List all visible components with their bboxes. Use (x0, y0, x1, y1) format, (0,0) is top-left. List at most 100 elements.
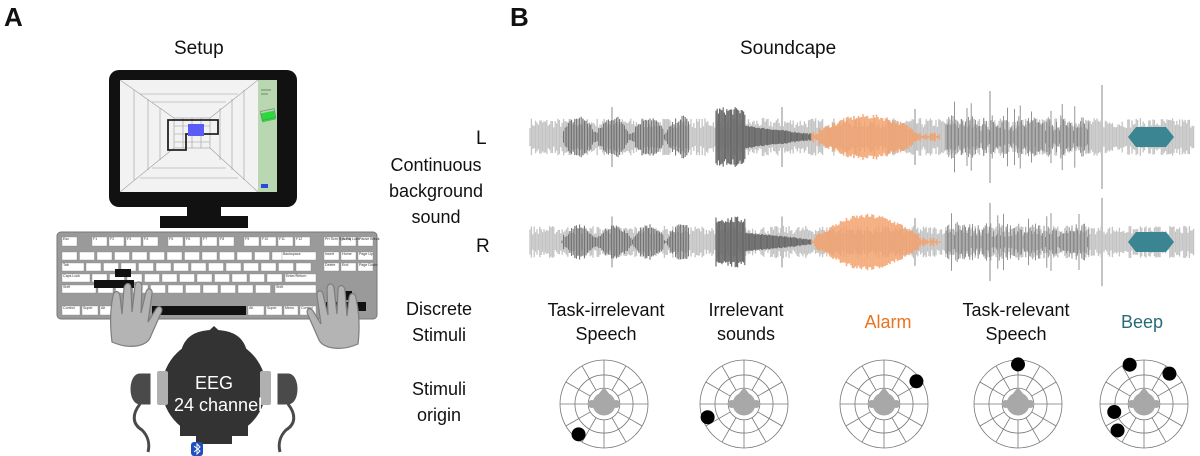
keyboard-key-label: F8 (220, 237, 225, 241)
listener-ear (727, 400, 736, 408)
listener-ear (1026, 400, 1035, 408)
sound-source-dot (1122, 357, 1137, 372)
waveform-left-channel (529, 85, 1195, 189)
nav-key (357, 262, 374, 272)
sound-source-dot (1110, 423, 1125, 438)
keyboard-key (254, 251, 270, 261)
polar-spoke (845, 381, 871, 397)
listener-ear (587, 400, 596, 408)
polar-spoke (1025, 365, 1041, 391)
setup-title: Setup (174, 38, 224, 59)
function-key (218, 236, 235, 247)
keyboard-key (114, 251, 130, 261)
function-key (184, 236, 201, 247)
polar-spoke (757, 381, 783, 397)
discrete-stimuli-label: Discrete Stimuli (405, 299, 472, 345)
background-sound-label: Continuous background sound (388, 155, 484, 227)
listener-nose (599, 387, 609, 394)
panel-a-letter: A (4, 2, 23, 32)
keyboard-key (185, 284, 201, 294)
polar-spoke (1121, 417, 1137, 443)
origin-plot (1099, 357, 1189, 449)
listener-head (1132, 392, 1156, 416)
keyboard-key (295, 262, 312, 272)
listener-ear (1001, 400, 1010, 408)
polar-spoke (721, 417, 737, 443)
keyboard-key-label: Super (267, 306, 277, 310)
origin-plot (839, 359, 929, 449)
keyboard-key-label: Shift (276, 285, 284, 289)
sound-source-dot (700, 410, 715, 425)
beep-wave (1128, 232, 1174, 252)
polar-spoke (845, 411, 871, 427)
keyboard-key (278, 262, 294, 272)
keyboard-key-label: F7 (203, 237, 208, 241)
soundscape-title: Soundcape (740, 38, 837, 59)
keyboard-key (184, 251, 200, 261)
polar-spoke (1151, 417, 1167, 443)
stimulus-label-beep: Beep (1120, 312, 1164, 332)
spacebar (152, 306, 246, 315)
keyboard-key (208, 262, 224, 272)
eeg-label: EEG 24 channel (174, 373, 263, 415)
keyboard-key-label: Esc (63, 237, 69, 241)
polar-spoke (979, 381, 1005, 397)
keyboard-key-label: Scroll Lock (342, 237, 360, 241)
keyboard-key-label: Control (301, 306, 313, 310)
keyboard-key (126, 273, 143, 283)
keyboard-key-label: Insert (325, 252, 334, 256)
keyboard-key-label: F10 (262, 237, 269, 241)
modifier-key (81, 305, 99, 316)
polar-spoke (897, 411, 923, 427)
nav-key (357, 251, 374, 261)
keyboard-key-label: Caps Lock (63, 274, 80, 278)
polar-spoke (995, 417, 1011, 443)
eeg-head (130, 326, 298, 456)
maze-outline (167, 119, 219, 151)
polar-spoke (721, 365, 737, 391)
polar-spoke (861, 417, 877, 443)
keyboard-key (266, 273, 283, 283)
stimuli-origin-plots (559, 357, 1189, 449)
listener-head (732, 392, 756, 416)
keyboard-key-label: Shift (63, 285, 71, 289)
keyboard-key-label: Page Up (359, 252, 373, 256)
function-key (91, 236, 108, 247)
keyboard-key-label: Delete (325, 263, 336, 267)
keyboard-key-label: F12 (296, 237, 303, 241)
function-key (277, 236, 294, 247)
polar-spoke (1105, 381, 1131, 397)
keyboard-key-label: F4 (144, 237, 149, 241)
listener-ear (867, 400, 876, 408)
polar-spoke (1031, 411, 1057, 427)
keyboard-key (79, 251, 95, 261)
modifier-key (265, 305, 283, 316)
waveform-right-channel (529, 197, 1195, 287)
keyboard-key (149, 251, 165, 261)
keyboard-key (161, 273, 178, 283)
polar-spoke (757, 411, 783, 427)
polar-spoke (1157, 411, 1183, 427)
keyboard-key (219, 251, 235, 261)
modifier-key (61, 305, 81, 316)
modifier-key (247, 305, 265, 316)
polar-spoke (1105, 411, 1131, 427)
function-key (125, 236, 142, 247)
shift-key (274, 284, 317, 294)
nav-key (357, 236, 374, 247)
sound-source-dot (1162, 366, 1177, 381)
keyboard-key (179, 273, 195, 283)
nav-key (323, 236, 340, 247)
right-hand (306, 283, 360, 349)
nav-key (340, 251, 357, 261)
keyboard-key-label: End (342, 263, 349, 267)
keyboard-key-label: Super (83, 306, 93, 310)
function-key (167, 236, 184, 247)
origin-plot (699, 359, 789, 449)
listener-ear (612, 400, 621, 408)
keyboard-key (166, 251, 183, 261)
stimulus-label-alarm: Alarm (864, 312, 912, 332)
function-key (108, 236, 125, 247)
